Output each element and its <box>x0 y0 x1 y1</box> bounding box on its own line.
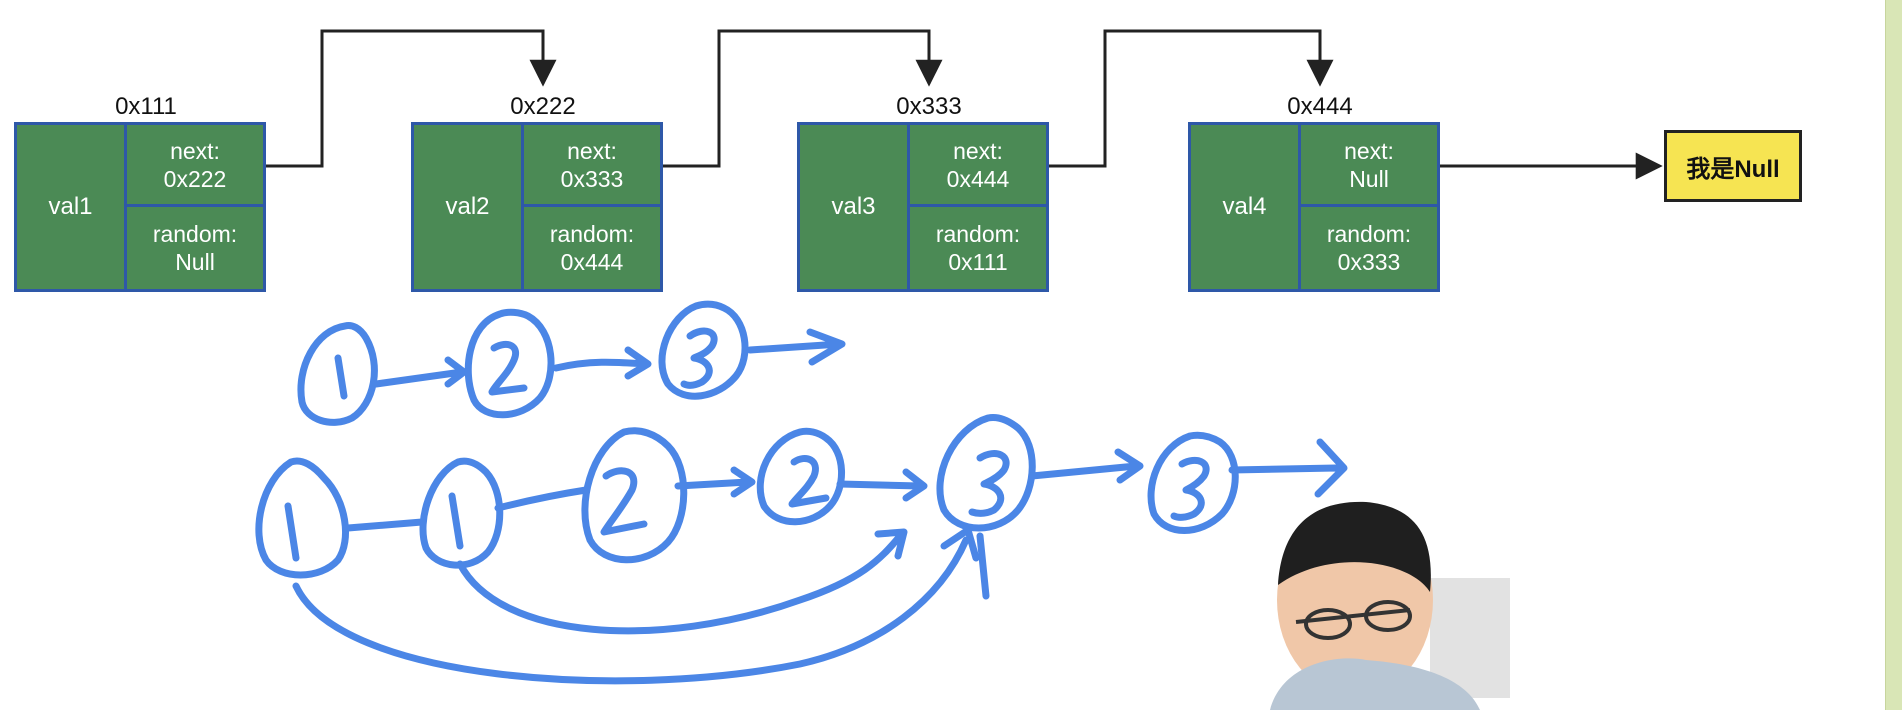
ink-digit-3a-bottom <box>968 450 1010 517</box>
node-1-random-label: random: <box>152 221 238 247</box>
node-1-random-value: Null <box>175 249 215 275</box>
next-arrow-1-to-2 <box>266 29 557 168</box>
node-2-next-label: next: <box>567 137 617 164</box>
ink-digit-3-top <box>680 327 718 389</box>
ink-digit-1b-bottom <box>448 492 464 550</box>
ink-arrow-3a-3b <box>1028 448 1144 484</box>
ink-digit-1-top <box>334 354 348 400</box>
node-4-random-label: random: <box>1326 221 1412 247</box>
ink-node-3-top <box>658 300 749 400</box>
node-4-random-field: random: 0x333 <box>1301 207 1437 289</box>
node-1: val1 next: 0x222 random: Null <box>14 122 266 292</box>
window-edge <box>1885 0 1902 710</box>
ink-random-curve-inner <box>456 528 908 635</box>
node-3-random-value: 0x111 <box>948 249 1008 275</box>
node-2-random-label: random: <box>549 221 635 247</box>
glasses-icon <box>1295 608 1411 624</box>
presenter-hair <box>1278 501 1431 592</box>
node-3-random-field: random: 0x111 <box>910 207 1046 289</box>
ink-tail-bottom <box>1228 438 1348 498</box>
ink-node-1b-bottom <box>419 457 504 569</box>
ink-random-curve-outer <box>292 526 980 685</box>
handwriting-ink <box>255 300 1348 685</box>
node-3-next-label: next: <box>953 137 1003 164</box>
ink-tail-top <box>746 328 846 366</box>
node-1-address: 0x111 <box>115 93 177 120</box>
glasses-right-lens <box>1364 600 1412 632</box>
node-3-next-value: 0x444 <box>946 165 1010 192</box>
ink-node-2-top <box>464 308 555 419</box>
ink-arrow-1-2-top <box>372 356 468 388</box>
presenter-avatar <box>1270 501 1510 710</box>
ink-node-2b-bottom <box>756 427 845 526</box>
node-2-address: 0x222 <box>510 93 576 120</box>
ink-node-2a-bottom <box>581 427 688 564</box>
node-2-next-field: next: 0x333 <box>524 125 660 207</box>
node-3: val3 next: 0x444 random: 0x111 <box>797 122 1049 292</box>
glasses-left-lens <box>1304 608 1352 640</box>
node-3-next-field: next: 0x444 <box>910 125 1046 207</box>
null-box: 我是Null <box>1664 130 1802 202</box>
ink-node-1a-bottom <box>255 457 349 579</box>
next-arrow-3-to-4 <box>1049 29 1334 168</box>
node-3-random-label: random: <box>935 221 1021 247</box>
ink-arrow-2b-3a <box>836 468 928 502</box>
ink-node-1-top <box>297 322 378 426</box>
node-4-address: 0x444 <box>1287 93 1353 120</box>
node-2-next-value: 0x333 <box>560 165 624 192</box>
node-1-next-value: 0x222 <box>163 165 227 192</box>
node-2-random-value: 0x444 <box>560 249 624 275</box>
node-1-next-label: next: <box>170 137 220 164</box>
node-3-address: 0x333 <box>896 93 962 120</box>
node-4-next-field: next: Null <box>1301 125 1437 207</box>
ink-digit-1a-bottom <box>284 502 300 562</box>
node-4-random-value: 0x333 <box>1337 249 1401 275</box>
node-4: val4 next: Null random: 0x333 <box>1188 122 1440 292</box>
node-2: val2 next: 0x333 random: 0x444 <box>411 122 663 292</box>
node-4-next-label: next: <box>1344 137 1394 164</box>
node-2-value: val2 <box>414 125 524 289</box>
ink-node-3b-bottom <box>1147 431 1239 534</box>
ink-arrow-2a-2b <box>674 466 756 498</box>
ink-arrow-1a-1b <box>344 518 426 532</box>
ink-digit-3b-bottom <box>1170 457 1210 521</box>
ink-arrow-1b-2a <box>494 486 590 512</box>
next-arrow-2-to-3 <box>663 29 943 168</box>
ink-digit-2a-bottom <box>600 467 648 536</box>
ink-digit-2b-bottom <box>788 455 830 508</box>
node-1-random-field: random: Null <box>127 207 263 289</box>
presenter-shirt <box>1270 658 1480 710</box>
ink-digit-2-top <box>488 341 528 396</box>
ink-arrow-2-3-top <box>552 346 652 380</box>
node-1-next-field: next: 0x222 <box>127 125 263 207</box>
node-2-random-field: random: 0x444 <box>524 207 660 289</box>
node-1-value: val1 <box>17 125 127 289</box>
node-4-value: val4 <box>1191 125 1301 289</box>
ink-vertical-stroke <box>976 532 990 600</box>
ink-node-3a-bottom <box>936 414 1036 532</box>
node-4-next-value: Null <box>1349 165 1389 192</box>
node-3-value: val3 <box>800 125 910 289</box>
